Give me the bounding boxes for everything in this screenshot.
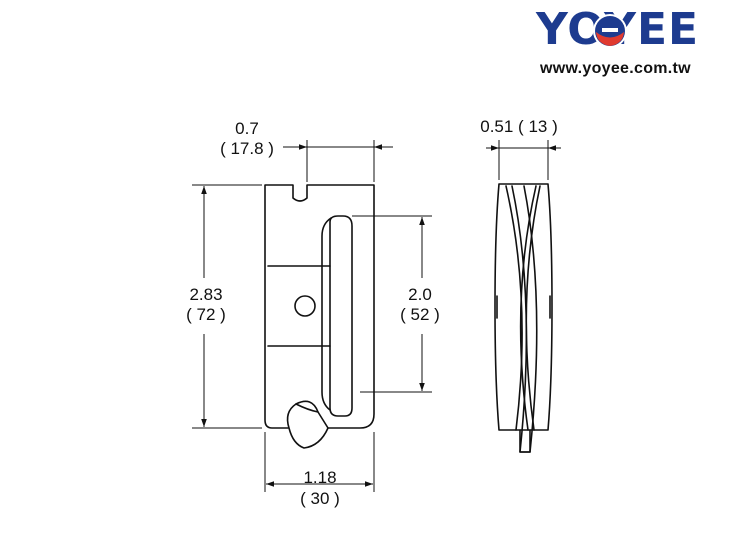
dim-overall-height-mm: ( 72 ) — [186, 305, 226, 324]
front-body-outline — [264, 184, 375, 429]
side-outline — [494, 183, 553, 431]
dim-bottom-width-mm: ( 30 ) — [300, 489, 340, 508]
dim-side-thickness: 0.51 ( 13 ) — [480, 117, 558, 136]
front-hole — [294, 295, 316, 317]
front-slot — [329, 215, 353, 417]
dim-top-width-mm: ( 17.8 ) — [220, 139, 274, 158]
side-view — [494, 183, 553, 453]
dim-overall-height-inch: 2.83 — [189, 285, 222, 304]
dim-bottom-width-inch: 1.18 — [303, 468, 336, 487]
brand-logo: YOYEE www.yoyee.com.tw — [536, 4, 742, 84]
front-inner-edge — [321, 217, 332, 411]
dim-top-width-inch: 0.7 — [235, 119, 259, 138]
brand-url: www.yoyee.com.tw — [540, 60, 691, 77]
front-view — [264, 184, 375, 449]
dim-slot-height-mm: ( 52 ) — [400, 305, 440, 324]
front-web — [267, 265, 331, 347]
dim-slot-height-inch: 2.0 — [408, 285, 432, 304]
brand-emblem-icon — [593, 14, 627, 48]
front-hook — [286, 400, 329, 449]
